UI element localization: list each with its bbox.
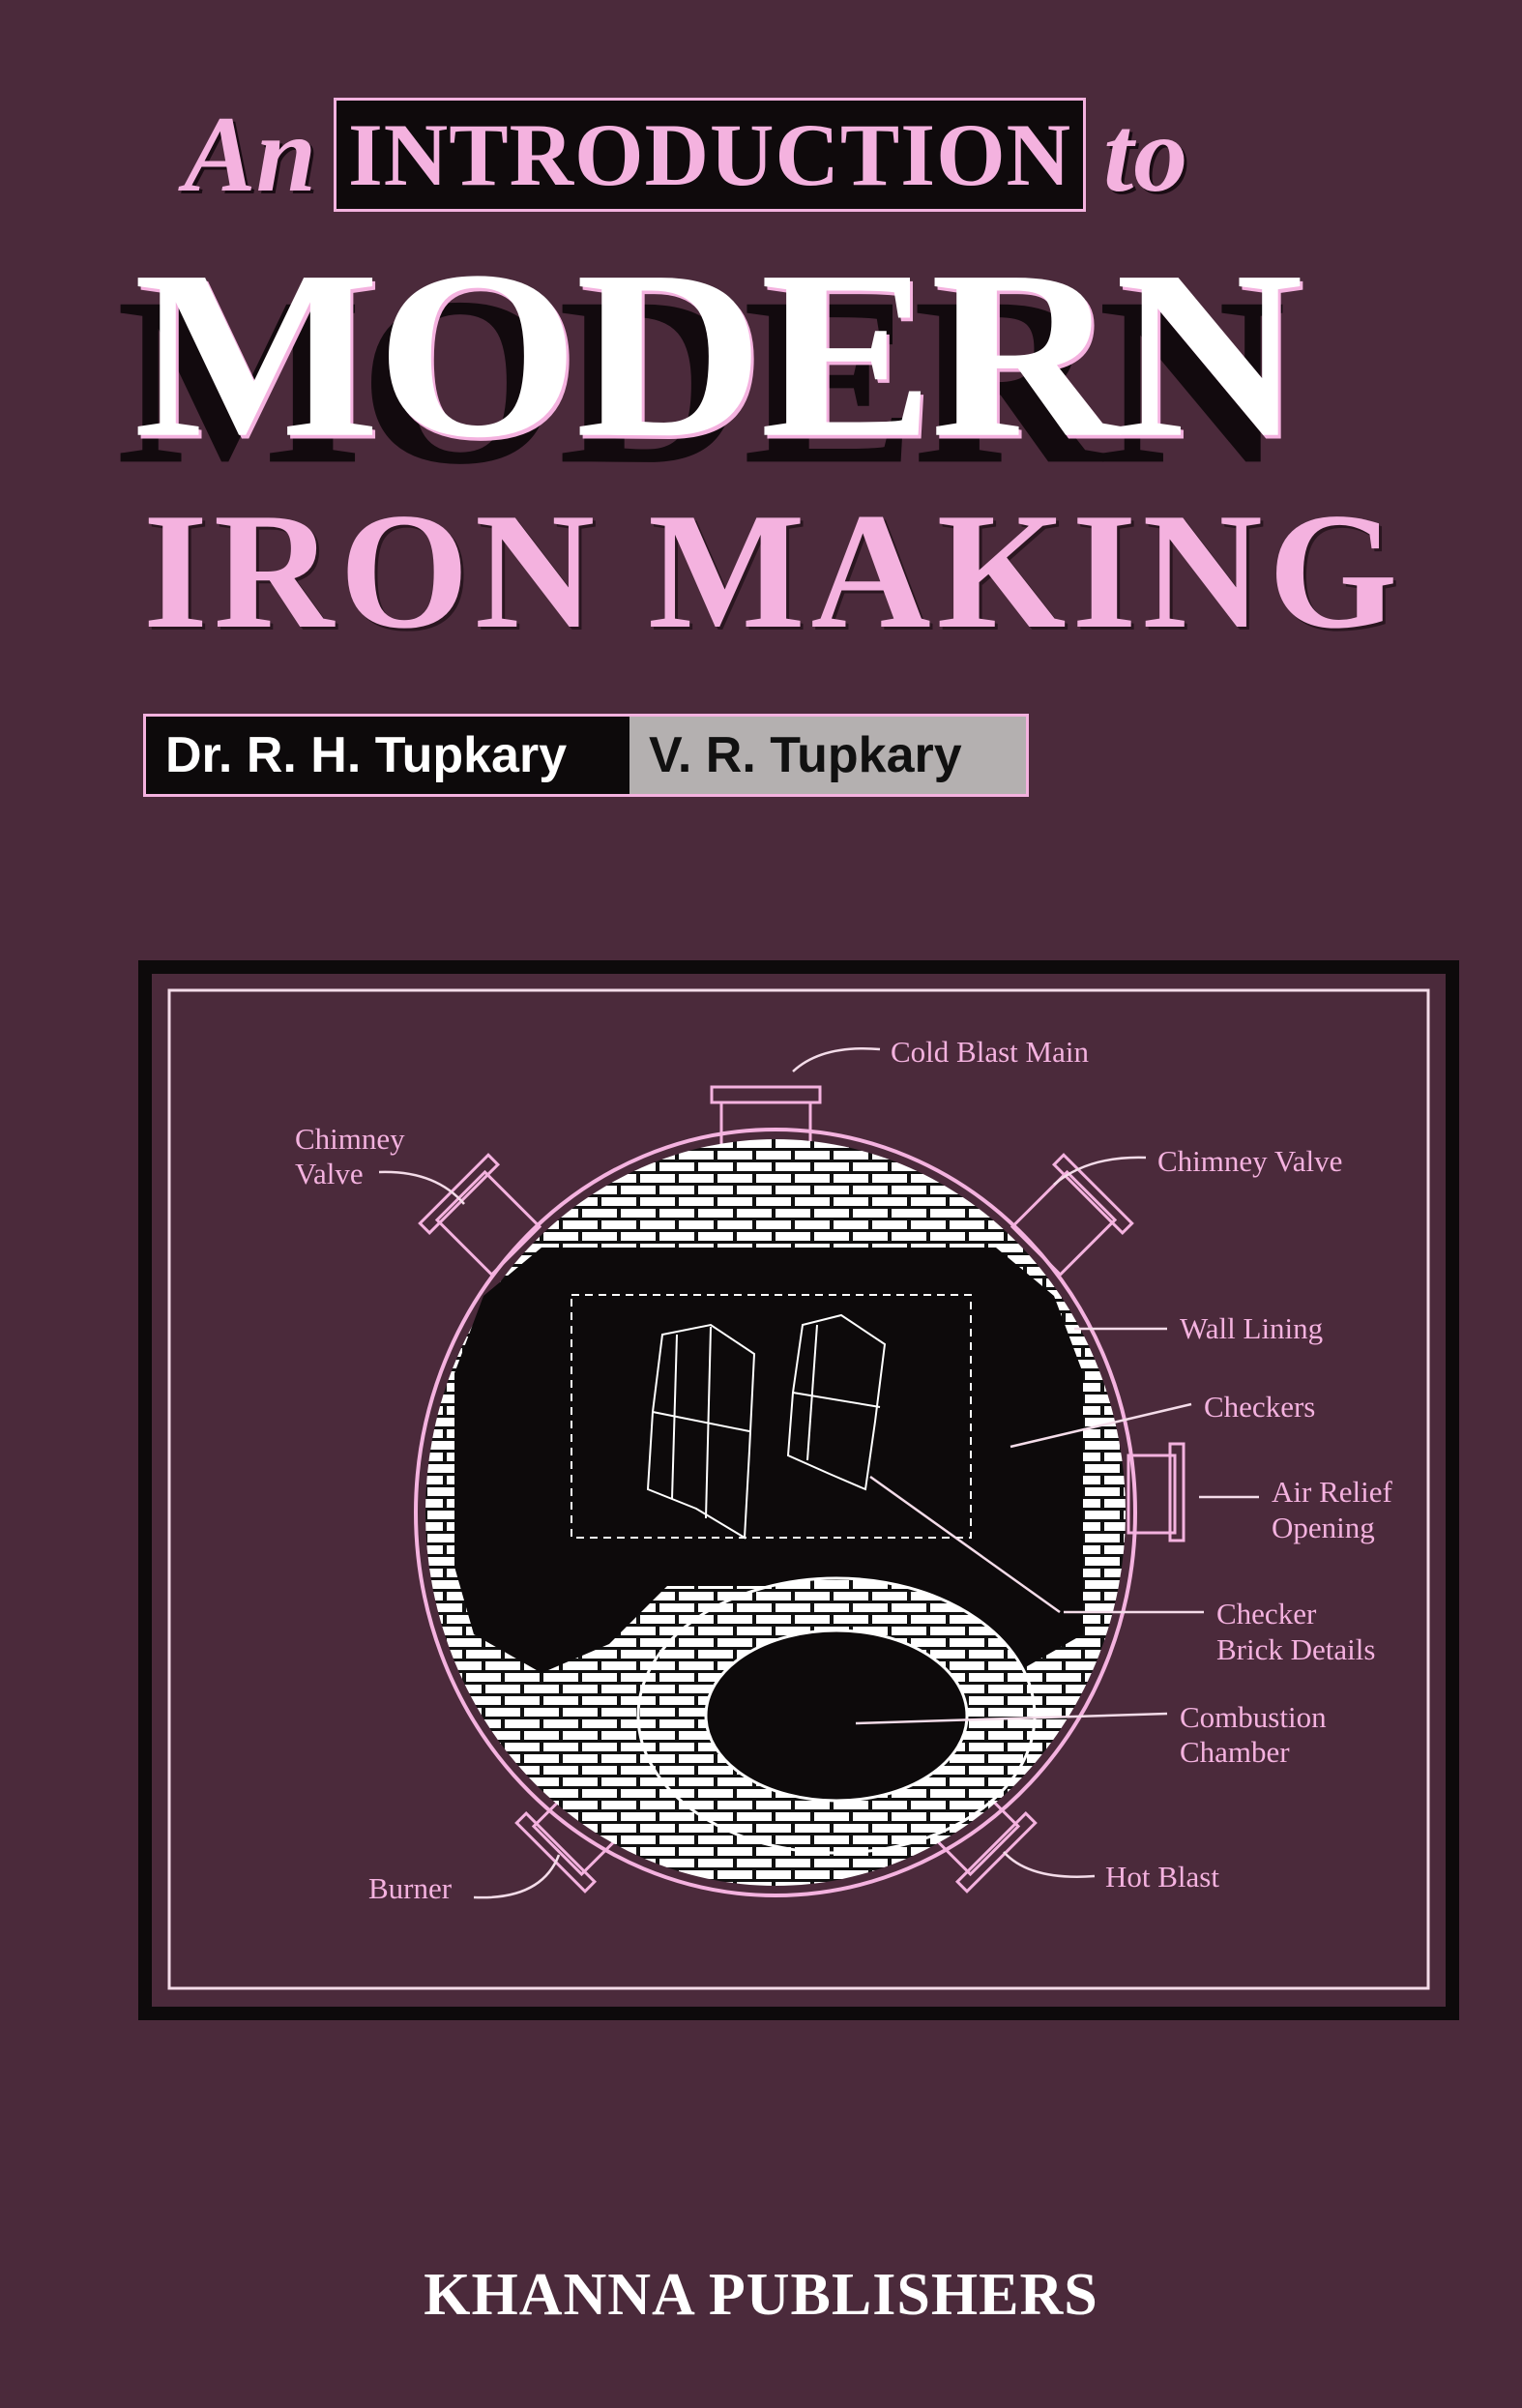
title-main: MODERN bbox=[133, 220, 1303, 488]
hot-blast-arrow bbox=[1003, 1851, 1096, 1878]
checker-region-outline bbox=[571, 1294, 972, 1539]
title-boxed-word: INTRODUCTION bbox=[334, 98, 1087, 212]
checker-brick-details bbox=[646, 1313, 887, 1540]
combustion-arrow bbox=[855, 1712, 1168, 1725]
authors-bar: Dr. R. H. Tupkary V. R. Tupkary bbox=[143, 714, 1029, 797]
label-air-relief-2: Opening bbox=[1272, 1511, 1375, 1544]
cold-blast-arrow bbox=[792, 1047, 881, 1072]
leader-lines bbox=[378, 1047, 1259, 1899]
author-1: Dr. R. H. Tupkary bbox=[146, 717, 629, 794]
stove-shell bbox=[414, 1128, 1137, 1897]
label-air-relief-1: Air Relief bbox=[1272, 1475, 1392, 1509]
label-cold-blast-main: Cold Blast Main bbox=[891, 1035, 1089, 1069]
author-2: V. R. Tupkary bbox=[629, 717, 1026, 794]
label-hot-blast: Hot Blast bbox=[1105, 1860, 1219, 1894]
publisher: KHANNA PUBLISHERS bbox=[424, 2262, 1098, 2328]
label-combustion-1: Combustion bbox=[1180, 1700, 1327, 1734]
checkers-arrow bbox=[1010, 1402, 1192, 1449]
label-checker-brick-1: Checker bbox=[1216, 1597, 1317, 1630]
inner-frame bbox=[167, 988, 1430, 1990]
checker-chamber bbox=[454, 1248, 1083, 1673]
title-suffix: to bbox=[1103, 94, 1188, 215]
label-burner: Burner bbox=[368, 1871, 453, 1905]
checker-brick-arrow bbox=[869, 1475, 1061, 1614]
burner-arrow bbox=[473, 1854, 561, 1899]
combustion-chamber bbox=[704, 1629, 969, 1803]
label-wall-lining: Wall Lining bbox=[1180, 1311, 1323, 1345]
air-relief-nozzle bbox=[1127, 1454, 1177, 1535]
label-chimney-valve-right: Chimney Valve bbox=[1157, 1144, 1342, 1178]
cold-blast-cap bbox=[710, 1085, 822, 1104]
chimney-valve-left-nozzle bbox=[418, 1153, 542, 1277]
chimney-valve-right-arrow bbox=[1053, 1156, 1147, 1186]
label-chimney-valve-left-1: Chimney bbox=[295, 1122, 405, 1156]
label-checker-brick-2: Brick Details bbox=[1216, 1632, 1375, 1666]
title-intro-line: An INTRODUCTION to bbox=[184, 95, 1187, 215]
chimney-valve-left-arrow bbox=[378, 1170, 465, 1205]
title-prefix: An bbox=[184, 94, 316, 215]
air-relief-flange bbox=[1168, 1442, 1185, 1542]
label-chimney-valve-left-2: Valve bbox=[295, 1157, 364, 1190]
label-combustion-2: Chamber bbox=[1180, 1735, 1290, 1769]
outer-frame bbox=[138, 960, 1459, 2020]
label-checkers: Checkers bbox=[1204, 1390, 1315, 1424]
title-sub: IRON MAKING bbox=[143, 480, 1404, 663]
